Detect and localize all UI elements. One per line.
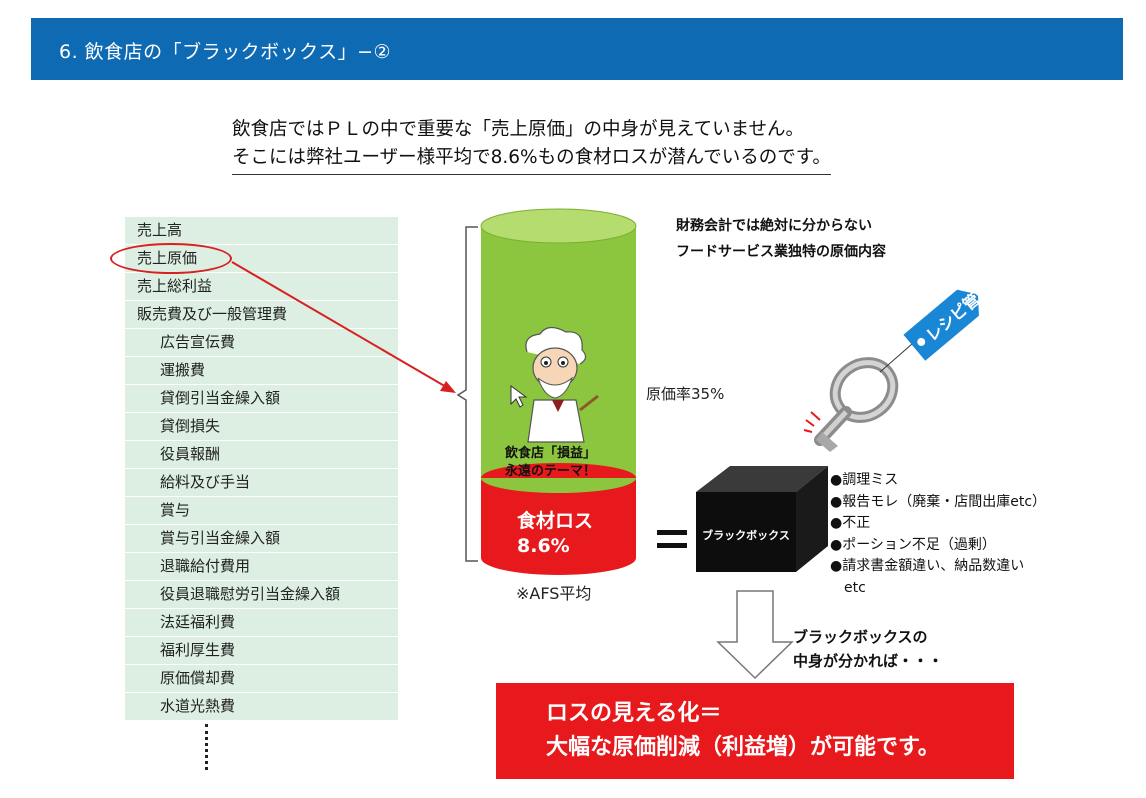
bracket xyxy=(456,226,478,562)
pl-item: 役員退職慰労引当金繰入額 xyxy=(125,581,398,609)
pl-item: 賞与 xyxy=(125,497,398,525)
black-box-label: ブラックボックス xyxy=(702,528,790,542)
result-banner: ロスの見える化＝ 大幅な原価削減（利益増）が可能です。 xyxy=(496,683,1014,779)
intro-line-1: 飲食店ではＰＬの中で重要な「売上原価」の中身が見えていません。 xyxy=(232,119,805,140)
finance-note-line-1: 財務会計では絶対に分からない xyxy=(676,218,872,234)
pl-item: 広告宣伝費 xyxy=(125,329,398,357)
black-box-item: etc xyxy=(830,579,866,596)
result-line-1: ロスの見える化＝ xyxy=(546,701,722,726)
pl-item: 売上総利益 xyxy=(125,273,398,301)
cost-ratio-label: 原価率35% xyxy=(646,385,725,403)
conclusion-note-line-1: ブラックボックスの xyxy=(793,628,928,646)
equals-sign xyxy=(657,530,687,556)
pl-item: 運搬費 xyxy=(125,357,398,385)
cylinder-upper-label-line-2: 永遠のテーマ！ xyxy=(505,464,597,479)
professor-illustration xyxy=(510,326,599,443)
cylinder-upper-label: 飲食店「損益」 永遠のテーマ！ xyxy=(505,445,596,481)
intro-text: 飲食店ではＰＬの中で重要な「売上原価」の中身が見えていません。 そこには弊社ユー… xyxy=(232,116,831,175)
section-title: 6. 飲食店の「ブラックボックス」−② xyxy=(59,41,392,63)
pl-item: 売上高 xyxy=(125,217,398,245)
highlight-circle xyxy=(110,243,232,274)
conclusion-note: ブラックボックスの 中身が分かれば・・・ xyxy=(793,625,943,673)
pl-item: 福利厚生費 xyxy=(125,637,398,665)
pl-item: 賞与引当金繰入額 xyxy=(125,525,398,553)
food-loss-label: 食材ロス 8.6% xyxy=(517,509,593,559)
black-box-item: ●ポーション不足（過剰） xyxy=(830,536,996,553)
intro-line-2: そこには弊社ユーザー様平均で8.6%もの食材ロスが潜んでいるのです。 xyxy=(232,144,831,175)
down-arrow-icon xyxy=(716,590,794,680)
cylinder-upper-label-line-1: 飲食店「損益」 xyxy=(505,446,597,461)
black-box-icon: ブラックボックス xyxy=(696,466,828,572)
continuation-dots xyxy=(205,724,208,770)
pl-item: 貸倒損失 xyxy=(125,413,398,441)
pl-item: 水道光熱費 xyxy=(125,693,398,721)
section-header: 6. 飲食店の「ブラックボックス」−② xyxy=(31,18,1123,80)
black-box-item: ●請求書金額違い、納品数違い xyxy=(830,558,1025,574)
pl-item: 退職給付費用 xyxy=(125,553,398,581)
red-arrow-head xyxy=(440,381,456,393)
cylinder-top xyxy=(480,208,637,244)
key-icon xyxy=(803,343,913,452)
pl-item: 給料及び手当 xyxy=(125,469,398,497)
pl-item: 法廷福利費 xyxy=(125,609,398,637)
red-arrow xyxy=(231,261,449,389)
food-loss-value: 8.6% xyxy=(517,535,570,557)
finance-note-line-2: フードサービス業独特の原価内容 xyxy=(676,244,886,260)
finance-note: 財務会計では絶対に分からない フードサービス業独特の原価内容 xyxy=(676,213,886,265)
afs-average-note: ※AFS平均 xyxy=(516,584,592,603)
cylinder-bottom xyxy=(481,541,636,575)
pl-item: 役員報酬 xyxy=(125,441,398,469)
pl-item: 原価償却費 xyxy=(125,665,398,693)
pl-item: 貸倒引当金繰入額 xyxy=(125,385,398,413)
black-box-item: ●報告モレ（廃棄・店間出庫etc） xyxy=(830,493,1047,510)
result-line-2: 大幅な原価削減（利益増）が可能です。 xyxy=(546,735,940,760)
black-box-item: ●不正 xyxy=(830,515,871,531)
black-box-item: ●調理ミス xyxy=(830,472,899,488)
black-box-items: ●調理ミス ●報告モレ（廃棄・店間出庫etc） ●不正 ●ポーション不足（過剰）… xyxy=(830,470,1046,599)
food-loss-title: 食材ロス xyxy=(517,510,594,532)
pl-item: 販売費及び一般管理費 xyxy=(125,301,398,329)
recipe-tag: レシピ管理 xyxy=(903,279,996,361)
conclusion-note-line-2: 中身が分かれば・・・ xyxy=(793,652,944,670)
